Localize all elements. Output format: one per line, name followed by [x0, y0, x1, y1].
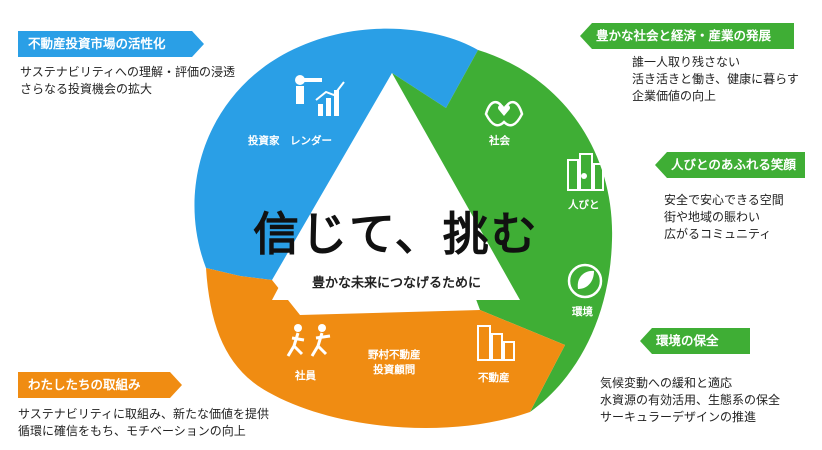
environment-label: 環境 [572, 306, 593, 318]
economy-development-tag: 豊かな社会と経済・産業の発展 [580, 23, 794, 49]
environment-conservation-tag: 環境の保全 [640, 328, 750, 354]
investor-chart-icon [295, 75, 345, 116]
desc-line: 安全で安心できる空間 [664, 193, 784, 207]
desc-line: 企業価値の向上 [632, 89, 717, 103]
market-activation-desc: サステナビリティへの理解・評価の浸透 さらなる投資機会の拡大 [20, 64, 235, 98]
desc-line: 誰一人取り残さない [632, 55, 741, 69]
desc-line: 広がるコミュニティ [664, 227, 772, 241]
desc-line: サステナビリティに取組み、新たな価値を提供 [18, 407, 270, 421]
employees-running-icon [286, 324, 331, 357]
desc-line: サステナビリティへの理解・評価の浸透 [20, 65, 236, 79]
environment-leaf-icon [567, 263, 603, 299]
green-segment [392, 50, 613, 412]
our-initiatives-desc: サステナビリティに取組み、新たな価値を提供 循環に確信をもち、モチベーションの向… [18, 406, 269, 440]
desc-line: 街や地域の賑わい [664, 210, 761, 224]
people-label: 人びと [568, 199, 600, 211]
desc-line: 気候変動への緩和と適応 [600, 376, 733, 390]
real-estate-buildings-icon [477, 325, 515, 361]
orange-segment [206, 268, 565, 429]
nomura-brand-label: 野村不動産 投資顧問 [368, 349, 421, 376]
main-headline: 信じて、挑む [253, 207, 539, 261]
real-estate-label: 不動産 [478, 372, 510, 384]
sub-headline: 豊かな未来につなげるために [312, 276, 482, 291]
smiles-tag: 人びとのあふれる笑顔 [655, 152, 805, 178]
desc-line: 循環に確信をもち、モチベーションの向上 [18, 424, 246, 438]
employees-label: 社員 [295, 370, 316, 382]
smiles-desc: 安全で安心できる空間 街や地域の賑わい 広がるコミュニティ [664, 192, 784, 243]
economy-development-desc: 誰一人取り残さない 活き活きと働き、健康に暮らす 企業価値の向上 [632, 54, 799, 105]
people-building-icon [567, 153, 604, 191]
desc-line: さらなる投資機会の拡大 [20, 82, 153, 96]
center-triangle [272, 73, 520, 300]
investor-lender-label: 投資家 レンダー [248, 135, 332, 147]
society-hands-icon [484, 101, 524, 127]
market-activation-tag: 不動産投資市場の活性化 [18, 31, 204, 57]
desc-line: 水資源の有効活用、生態系の保全 [600, 393, 781, 407]
environment-conservation-desc: 気候変動への緩和と適応 水資源の有効活用、生態系の保全 サーキュラーデザインの推… [600, 375, 780, 426]
blue-segment [194, 28, 478, 281]
desc-line: 活き活きと働き、健康に暮らす [632, 72, 799, 86]
desc-line: サーキュラーデザインの推進 [600, 410, 757, 424]
our-initiatives-tag: わたしたちの取組み [18, 372, 182, 398]
society-label: 社会 [489, 135, 510, 147]
